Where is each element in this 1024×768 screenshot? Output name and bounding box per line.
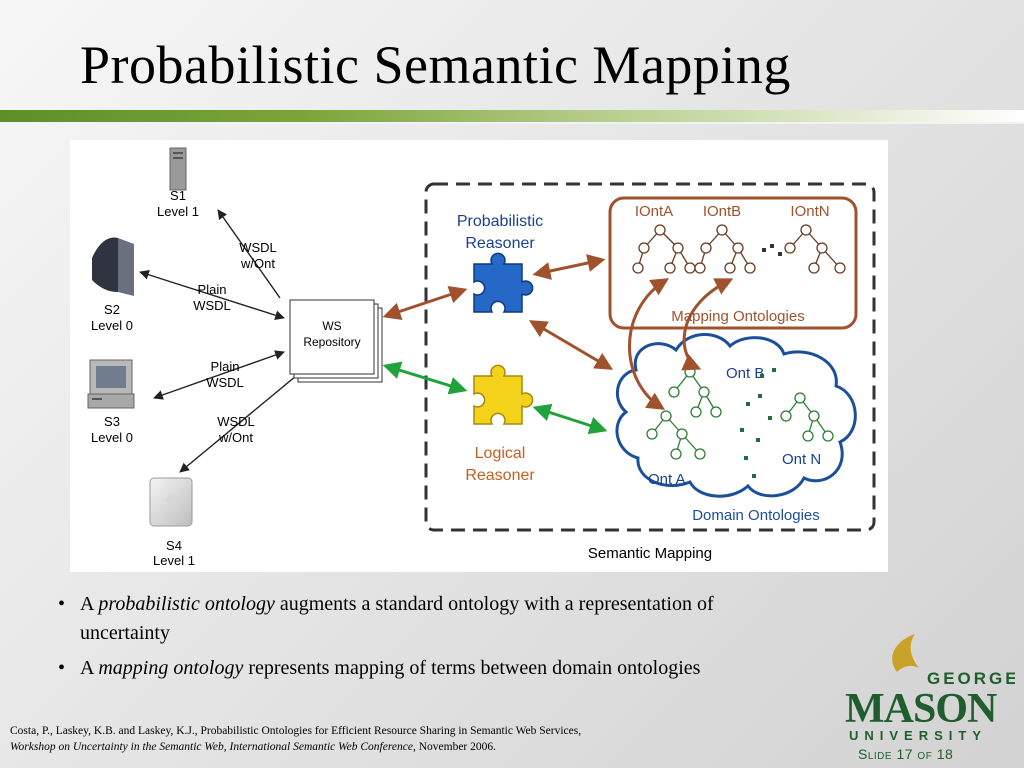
link-s4-line1: WSDL bbox=[217, 414, 255, 429]
logo-university: UNIVERSITY bbox=[849, 728, 987, 743]
domain-ont-a-label: Ont A bbox=[648, 471, 686, 488]
citation-date: November 2006. bbox=[415, 741, 497, 753]
server-s4-level: Level 1 bbox=[153, 553, 195, 568]
arrow-mapping-domain-left bbox=[628, 278, 670, 410]
ws-repository bbox=[289, 299, 383, 383]
domain-ont-b-label: Ont B bbox=[726, 365, 764, 382]
semantic-mapping-boundary bbox=[424, 182, 876, 532]
link-s1-line2: w/Ont bbox=[240, 256, 275, 271]
link-s3-line2: WSDL bbox=[206, 375, 244, 390]
arrow-logical-domain bbox=[532, 403, 608, 435]
link-s2-line1: Plain bbox=[198, 282, 227, 297]
title-rule bbox=[0, 110, 1024, 122]
arrow-repo-s3 bbox=[153, 350, 285, 400]
mapping-ontology-trees bbox=[632, 224, 846, 274]
citation-line1: Costa, P., Laskey, K.B. and Laskey, K.J.… bbox=[10, 725, 582, 737]
bullet-term: mapping ontology bbox=[98, 657, 244, 679]
domain-ellipsis-dots bbox=[740, 368, 776, 478]
arrow-probabilistic-mapping bbox=[532, 254, 606, 280]
server-s2-level: Level 0 bbox=[91, 318, 133, 333]
title-rule-highlight bbox=[0, 122, 1024, 124]
bullet-text: A bbox=[80, 593, 99, 615]
bullet-term: probabilistic ontology bbox=[98, 593, 275, 615]
link-s4-line2: w/Ont bbox=[218, 430, 253, 445]
bullet-text: A bbox=[80, 657, 99, 679]
diagram-svg: S1 Level 1 S2 Level 0 S3 Level 0 S4 Leve… bbox=[87, 147, 876, 568]
server-s1-level: Level 1 bbox=[157, 204, 199, 219]
george-mason-logo: GEORGE MASON UNIVERSITY bbox=[845, 634, 1015, 743]
domain-ontologies-label: Domain Ontologies bbox=[692, 507, 820, 524]
mapping-ellipsis-dots bbox=[762, 244, 782, 256]
mapping-ont-a-label: IOntA bbox=[635, 203, 673, 220]
server-s4-icon bbox=[149, 477, 193, 527]
bullet-item: • A probabilistic ontology augments a st… bbox=[56, 590, 796, 648]
logo-flame-icon bbox=[892, 634, 919, 672]
logo-george: GEORGE bbox=[927, 669, 1015, 688]
probabilistic-reasoner-label-line1: Probabilistic bbox=[457, 213, 543, 230]
link-s2-line2: WSDL bbox=[193, 298, 231, 313]
server-s4-name: S4 bbox=[166, 538, 182, 553]
arrow-repo-s2 bbox=[139, 270, 285, 320]
server-s2-icon bbox=[92, 237, 134, 296]
bullet-list: • A probabilistic ontology augments a st… bbox=[56, 590, 796, 689]
server-s1-icon bbox=[169, 147, 187, 191]
logical-reasoner-label-line1: Logical bbox=[475, 445, 526, 462]
citation: Costa, P., Laskey, K.B. and Laskey, K.J.… bbox=[10, 723, 581, 755]
semantic-mapping-label: Semantic Mapping bbox=[588, 545, 712, 562]
bullet-text: augments a standard ontology with a repr… bbox=[80, 593, 714, 644]
logo-mason: MASON bbox=[845, 686, 997, 732]
mapping-ont-b-label: IOntB bbox=[703, 203, 741, 220]
arrow-repo-s4 bbox=[179, 375, 297, 473]
logical-reasoner-puzzle-icon bbox=[473, 364, 534, 425]
bullet-text: represents mapping of terms between doma… bbox=[243, 657, 701, 679]
repository-label-line1: WS bbox=[322, 319, 341, 333]
server-s2-name: S2 bbox=[104, 302, 120, 317]
arrow-repo-probabilistic bbox=[382, 286, 468, 320]
slide-number: Slide 17 of 18 bbox=[858, 746, 954, 762]
logical-reasoner-label-line2: Reasoner bbox=[465, 467, 535, 484]
bullet-marker: • bbox=[58, 593, 66, 615]
arrow-mapping-domain-right bbox=[681, 278, 734, 371]
bullet-item: • A mapping ontology represents mapping … bbox=[56, 654, 796, 683]
bullet-marker: • bbox=[58, 657, 66, 679]
semantic-mapping-figure: S1 Level 1 S2 Level 0 S3 Level 0 S4 Leve… bbox=[70, 140, 888, 572]
arrow-repo-logical bbox=[382, 361, 468, 395]
server-s3-level: Level 0 bbox=[91, 430, 133, 445]
slide-title: Probabilistic Semantic Mapping bbox=[80, 35, 791, 95]
citation-line2: Workshop on Uncertainty in the Semantic … bbox=[10, 739, 581, 755]
mapping-ont-n-label: IOntN bbox=[790, 203, 829, 220]
probabilistic-reasoner-label-line2: Reasoner bbox=[465, 235, 535, 252]
server-s1-name: S1 bbox=[170, 188, 186, 203]
domain-ontology-trees bbox=[646, 366, 834, 460]
link-s3-line1: Plain bbox=[211, 359, 240, 374]
server-s3-icon bbox=[87, 359, 135, 409]
domain-ont-n-label: Ont N bbox=[782, 451, 821, 468]
citation-venue: Workshop on Uncertainty in the Semantic … bbox=[10, 741, 416, 753]
server-s3-name: S3 bbox=[104, 414, 120, 429]
link-s1-line1: WSDL bbox=[239, 240, 277, 255]
probabilistic-reasoner-puzzle-icon bbox=[473, 252, 534, 313]
arrow-probabilistic-domain bbox=[528, 320, 614, 370]
repository-label-line2: Repository bbox=[303, 335, 360, 349]
